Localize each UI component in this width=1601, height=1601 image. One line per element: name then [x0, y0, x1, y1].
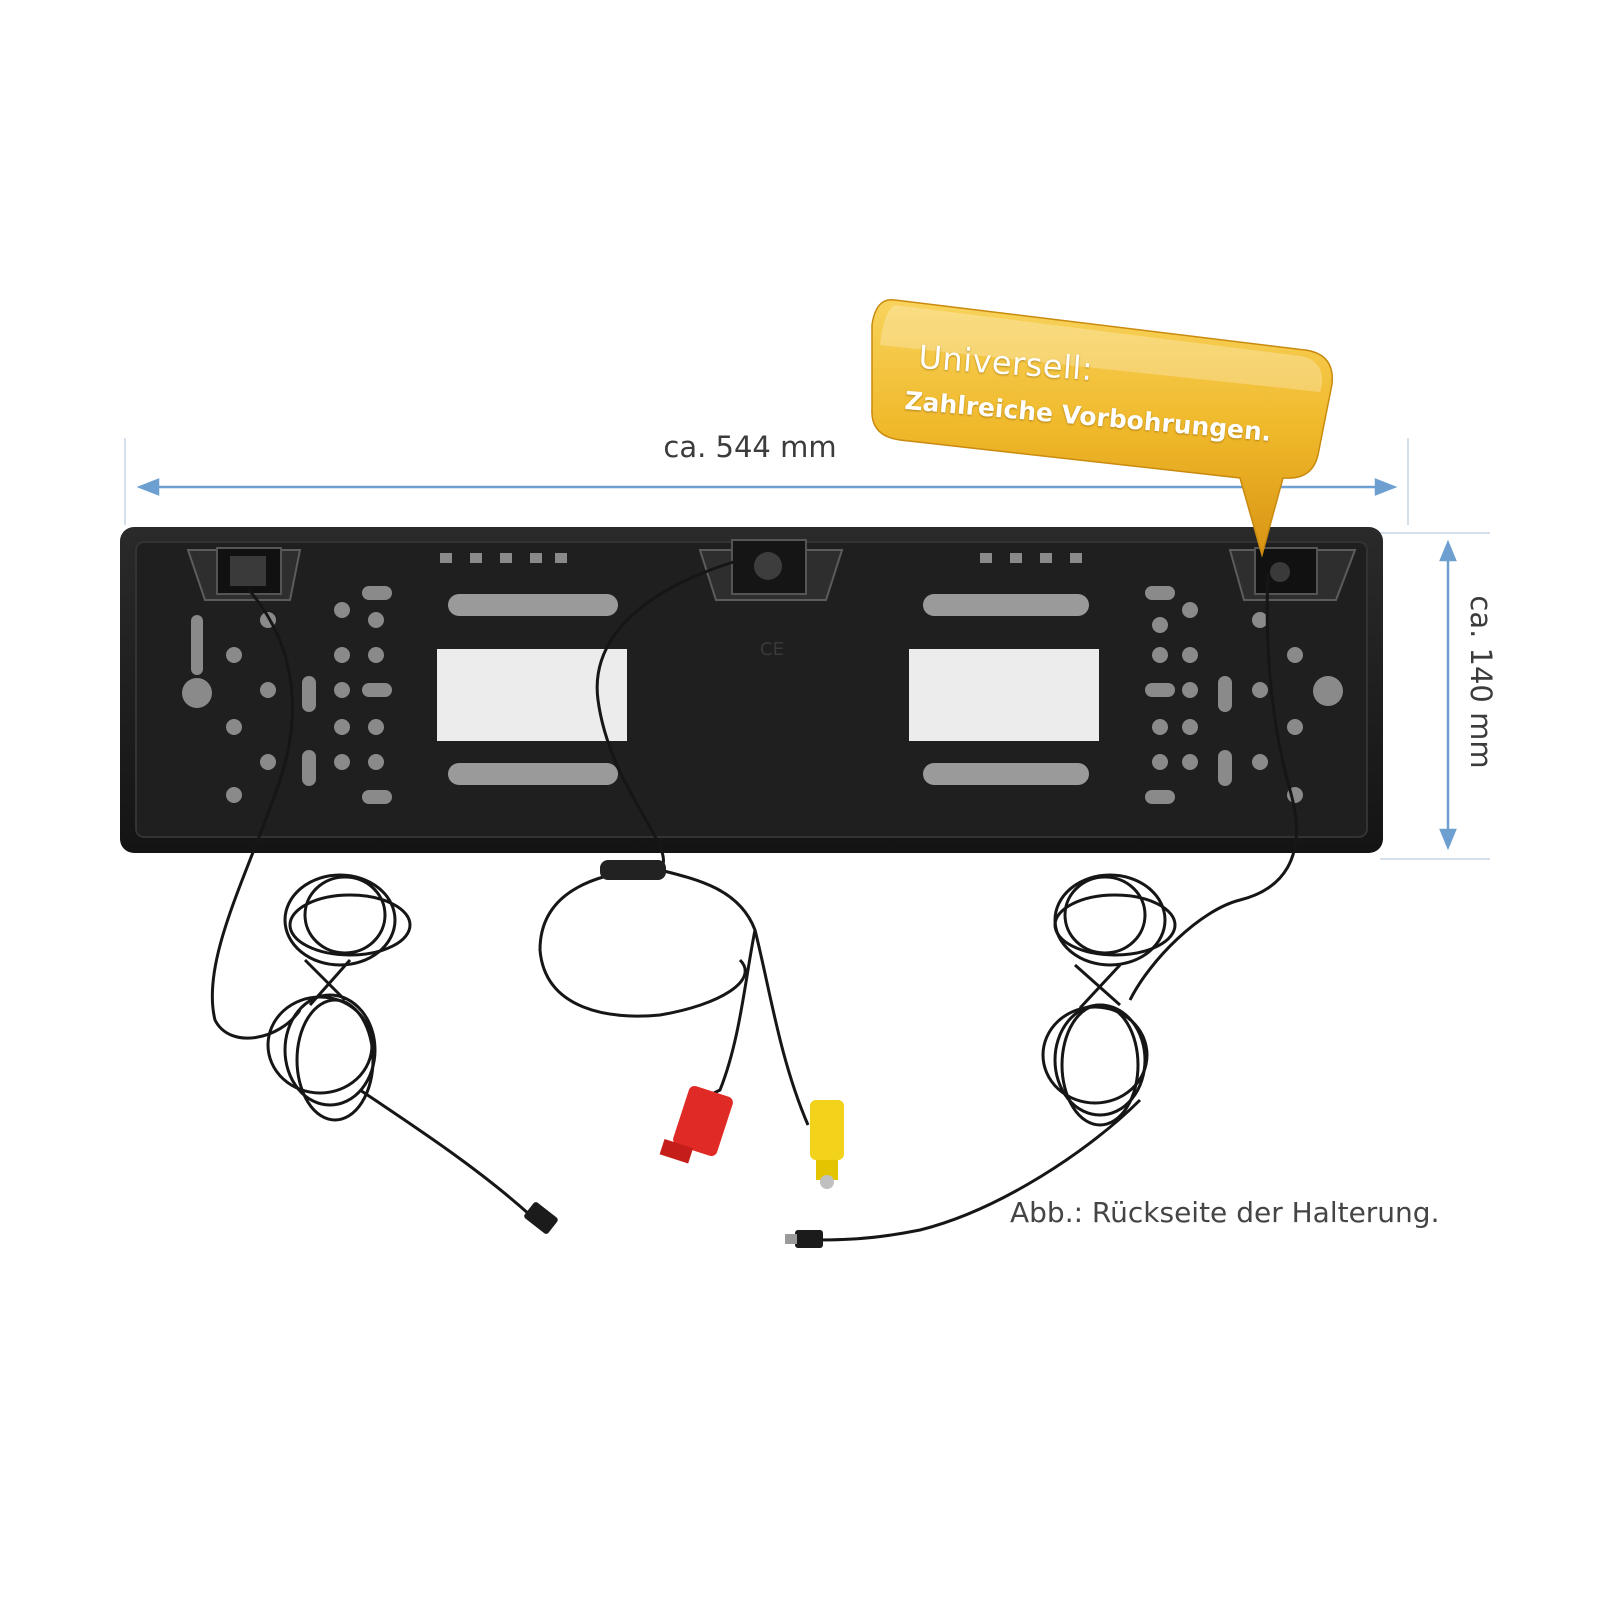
cable-coil-right: [1041, 873, 1177, 1127]
height-label: ca. 140 mm: [1464, 595, 1498, 769]
connector-bottom: [785, 1230, 823, 1248]
width-label: ca. 544 mm: [663, 430, 837, 464]
rca-connector-red: [659, 1085, 733, 1164]
license-plate-holder: CE: [120, 527, 1383, 853]
width-dimension: [124, 438, 1409, 525]
badge-bubble: [871, 298, 1333, 558]
cable-coil-left: [266, 873, 412, 1122]
rca-connector-yellow: [810, 1100, 844, 1189]
height-dimension: [1380, 532, 1490, 860]
svg-text:CE: CE: [760, 639, 784, 660]
inline-module: [600, 860, 666, 880]
image-caption: Abb.: Rückseite der Halterung.: [1010, 1196, 1440, 1229]
usb-connector-left: [524, 1202, 558, 1234]
